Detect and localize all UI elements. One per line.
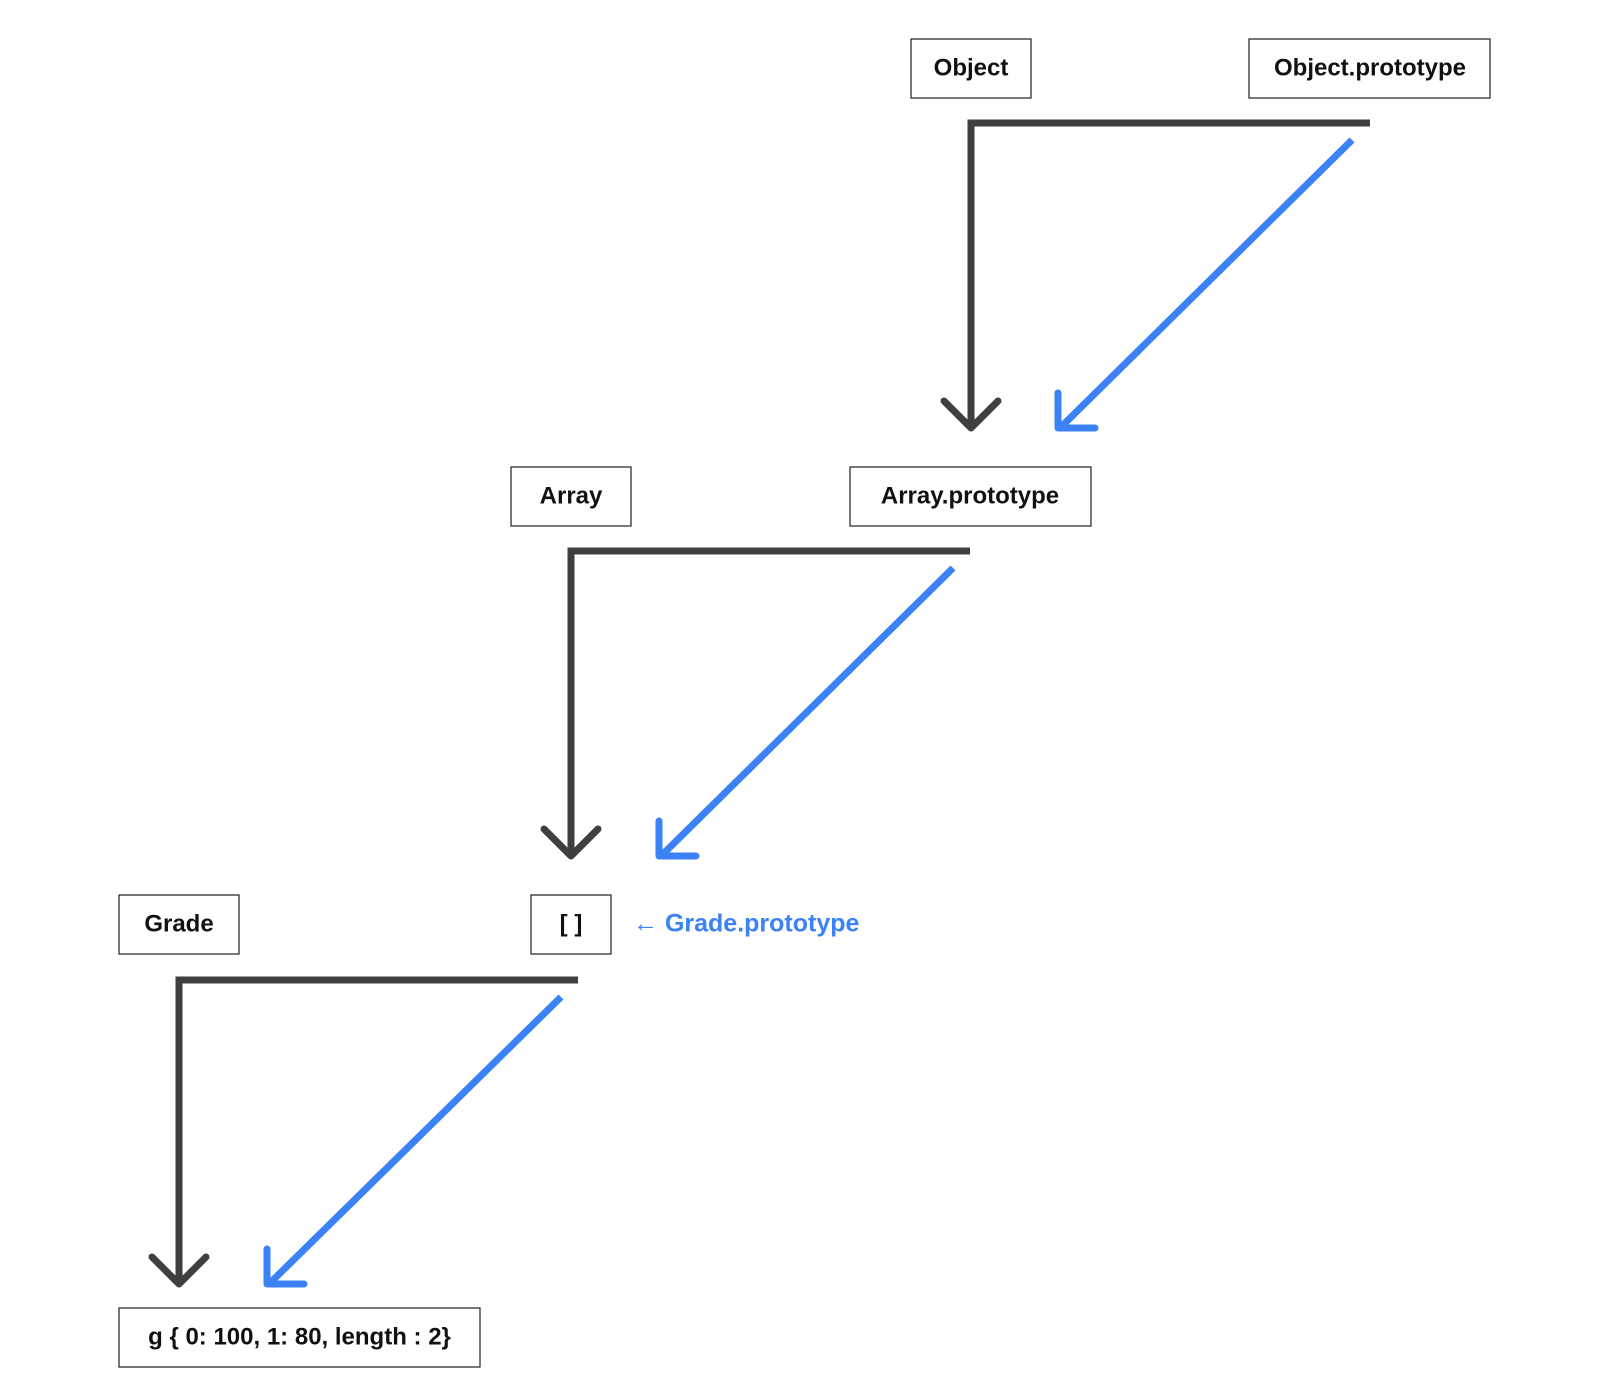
array-constructor-link — [567, 547, 970, 852]
object-level: Object Object.prototype — [910, 38, 1491, 432]
grade-label: Grade — [144, 910, 213, 937]
array-box — [510, 466, 632, 527]
object-prototype-arrowhead — [1054, 389, 1099, 432]
object-prototype-node: Object.prototype — [1248, 38, 1491, 99]
object-prototype-link — [1057, 137, 1355, 431]
empty-array-label: [ ] — [560, 910, 583, 937]
object-constructor-link — [967, 119, 1370, 424]
instance-box — [118, 1307, 481, 1368]
array-node: Array — [510, 466, 632, 527]
object-node: Object — [910, 38, 1032, 99]
instance-node: g { 0: 100, 1: 80, length : 2} — [118, 1307, 481, 1368]
object-constructor-arrowhead — [940, 397, 1002, 432]
grade-prototype-annotation: ← Grade.prototype — [633, 910, 860, 938]
grade-constructor-link — [175, 976, 578, 1282]
array-prototype-label: Array.prototype — [881, 482, 1059, 509]
array-label: Array — [540, 482, 603, 509]
array-level: Array Array.prototype — [510, 466, 1092, 860]
object-prototype-label: Object.prototype — [1274, 54, 1466, 81]
object-label: Object — [934, 54, 1009, 81]
empty-array-box — [530, 894, 612, 955]
array-prototype-link — [658, 565, 956, 859]
grade-prototype-link — [266, 994, 564, 1287]
empty-array-node: [ ] — [530, 894, 612, 955]
grade-box — [118, 894, 240, 955]
grade-level: Grade [ ] ← Grade.prototype — [118, 894, 860, 1288]
array-prototype-box — [849, 466, 1092, 527]
array-prototype-node: Array.prototype — [849, 466, 1092, 527]
instance-label: g { 0: 100, 1: 80, length : 2} — [148, 1323, 451, 1350]
array-constructor-arrowhead — [540, 825, 602, 860]
grade-prototype-arrowhead — [263, 1245, 308, 1288]
array-prototype-arrowhead — [655, 817, 700, 860]
grade-node: Grade — [118, 894, 240, 955]
object-prototype-box — [1248, 38, 1491, 99]
grade-constructor-arrowhead — [148, 1253, 210, 1288]
object-box — [910, 38, 1032, 99]
